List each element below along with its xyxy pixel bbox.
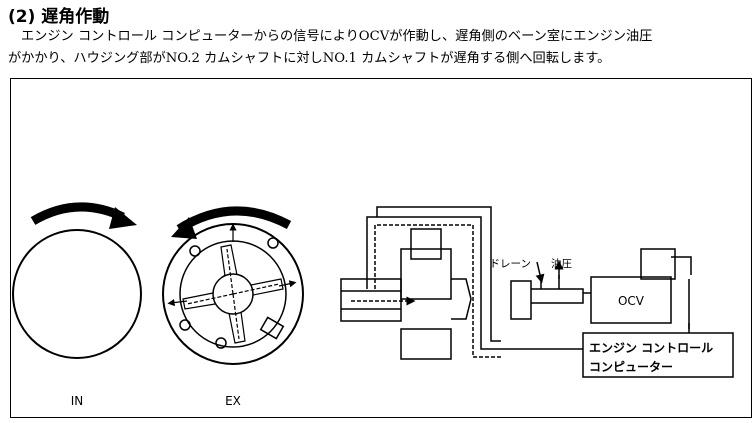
computer-label-line-1: エンジン コントロール — [589, 341, 713, 355]
section-heading: (2) 遅角作動 — [8, 7, 110, 27]
label-oil-pressure: 油圧 — [551, 257, 572, 270]
label-in: IN — [71, 394, 84, 408]
label-drain: ドレーン — [490, 258, 531, 270]
vvt-diagram: IN EX ドレーン 油圧 — [12, 202, 734, 408]
rotation-arrow-icon — [171, 217, 197, 239]
label-ocv: OCV — [618, 294, 645, 308]
description-line-2: がかかり、ハウジング部がNO.2 カムシャフトに対しNO.1 カムシャフトが遅角… — [8, 51, 611, 66]
ocv-valve — [583, 248, 692, 329]
engine-control-computer — [582, 323, 734, 378]
rotation-arrow-icon — [109, 207, 137, 229]
oil-passage-schematic — [340, 206, 584, 360]
diagram-frame: IN EX ドレーン 油圧 — [10, 78, 752, 418]
exhaust-vvt-unit — [162, 206, 304, 365]
label-ex: EX — [225, 394, 241, 408]
description-line-1: エンジン コントロール コンピューターからの信号によりOCVが作動し、遅角側のベ… — [21, 29, 653, 44]
computer-label-line-2: コンピューター — [589, 360, 673, 374]
description-paragraph: エンジン コントロール コンピューターからの信号によりOCVが作動し、遅角側のベ… — [8, 26, 750, 70]
intake-sprocket — [12, 202, 142, 359]
